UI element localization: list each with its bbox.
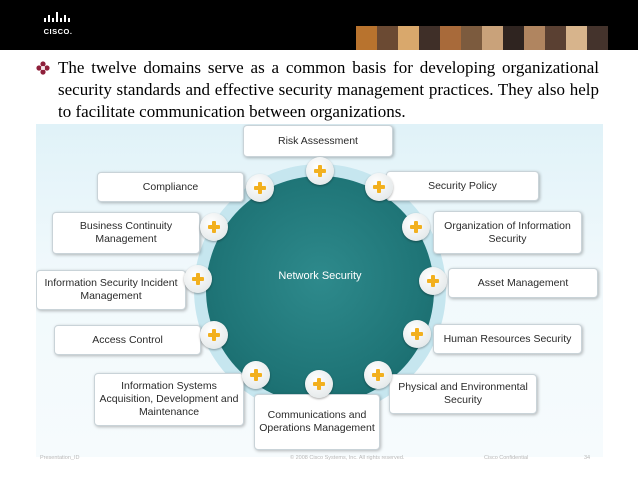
people-photo-strip	[356, 26, 608, 50]
center-label: Network Security	[278, 270, 362, 282]
expand-organization-of-information-security-button[interactable]	[402, 213, 430, 241]
photo	[440, 26, 461, 50]
photo	[377, 26, 398, 50]
domain-label: Human Resources Security	[443, 332, 572, 345]
bullet-paragraph: The twelve domains serve as a common bas…	[36, 57, 599, 123]
footer-presentation-id: Presentation_ID	[40, 455, 80, 461]
photo	[587, 26, 608, 50]
domain-communications-and-operations-management: Communications and Operations Management	[254, 394, 380, 450]
footer-confidential: Cisco Confidential	[484, 455, 529, 461]
domain-organization-of-information-security: Organization of Information Security	[433, 211, 582, 254]
logo-wordmark: CISCO.	[43, 27, 73, 36]
domain-information-security-incident-management: Information Security Incident Management	[36, 270, 186, 310]
expand-risk-assessment-button[interactable]	[306, 157, 334, 185]
domain-label: Asset Management	[477, 276, 569, 289]
expand-human-resources-security-button[interactable]	[403, 320, 431, 348]
footer-page-number: 34	[584, 455, 591, 461]
domain-label: Business Continuity Management	[79, 220, 173, 245]
photo	[461, 26, 482, 50]
domain-information-systems-acquisition: Information Systems Acquisition, Develop…	[94, 373, 244, 426]
domain-label: Information Systems Acquisition, Develop…	[99, 380, 239, 418]
photo	[356, 26, 377, 50]
domain-label: Security Policy	[428, 179, 497, 192]
bullet-text: The twelve domains serve as a common bas…	[58, 58, 599, 121]
header-bar: CISCO.	[0, 0, 638, 50]
domain-label: Communications and Operations Management	[259, 409, 375, 434]
domain-label: Information Security Incident Management	[44, 277, 178, 302]
domain-label: Physical and Environmental Security	[398, 381, 528, 406]
domain-access-control: Access Control	[54, 325, 201, 355]
domain-business-continuity-management: Business Continuity Management	[52, 212, 200, 254]
expand-business-continuity-management-button[interactable]	[200, 213, 228, 241]
domain-human-resources-security: Human Resources Security	[433, 324, 582, 354]
domain-asset-management: Asset Management	[448, 268, 598, 298]
photo	[524, 26, 545, 50]
expand-communications-and-operations-management-button[interactable]	[305, 370, 333, 398]
domain-label: Access Control	[92, 333, 163, 346]
expand-physical-and-environmental-security-button[interactable]	[364, 361, 392, 389]
cisco-logo: CISCO.	[38, 12, 78, 40]
domain-compliance: Compliance	[97, 172, 244, 202]
photo	[503, 26, 524, 50]
photo	[545, 26, 566, 50]
domain-physical-and-environmental-security: Physical and Environmental Security	[389, 374, 537, 414]
flower-bullet-icon	[36, 61, 50, 75]
domain-label: Organization of Information Security	[444, 219, 571, 245]
domain-risk-assessment: Risk Assessment	[243, 125, 393, 157]
photo	[398, 26, 419, 50]
photo	[419, 26, 440, 50]
photo	[566, 26, 587, 50]
domain-label: Risk Assessment	[278, 134, 358, 147]
expand-security-policy-button[interactable]	[365, 173, 393, 201]
expand-compliance-button[interactable]	[246, 174, 274, 202]
domain-label: Compliance	[142, 180, 199, 193]
photo	[482, 26, 503, 50]
footer-copyright: © 2008 Cisco Systems, Inc. All rights re…	[290, 455, 405, 461]
expand-information-systems-acquisition-button[interactable]	[242, 361, 270, 389]
expand-asset-management-button[interactable]	[419, 267, 447, 295]
expand-information-security-incident-management-button[interactable]	[184, 265, 212, 293]
domain-security-policy: Security Policy	[386, 171, 539, 201]
security-domains-diagram: Network Security Risk Assessment Securit…	[36, 124, 603, 457]
expand-access-control-button[interactable]	[200, 321, 228, 349]
